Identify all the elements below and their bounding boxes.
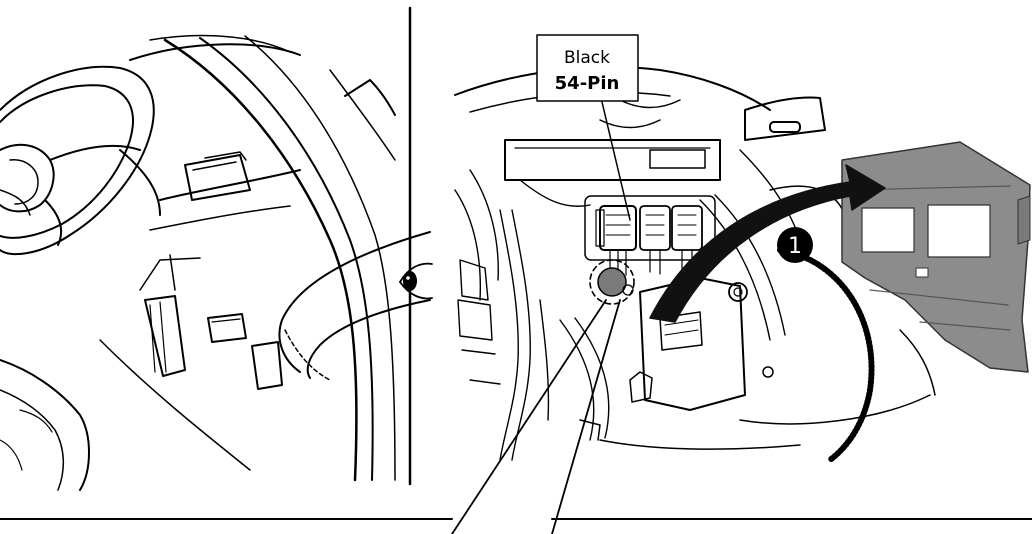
grommet-location	[590, 260, 634, 304]
floor-outline	[580, 330, 935, 449]
connector-callout: Black 54-Pin	[537, 35, 638, 101]
callout-pin-label: 54-Pin	[555, 73, 620, 94]
wire-harness	[455, 100, 800, 460]
callout-color-label: Black	[564, 48, 610, 68]
driver-footwell-view	[0, 8, 432, 490]
step-badge: 1	[777, 227, 813, 263]
under-dash-wiring-view	[452, 67, 1030, 534]
step-badge-number: 1	[788, 234, 802, 259]
mounting-bracket	[640, 278, 773, 410]
pedals	[140, 258, 282, 389]
dashboard-outline	[130, 36, 300, 290]
seat-outline	[0, 340, 250, 490]
dash-structure	[455, 67, 825, 180]
connector-54pin	[600, 206, 636, 250]
callout-leader	[602, 102, 630, 220]
zoom-leader-left	[452, 300, 606, 534]
eye-icon	[400, 264, 432, 299]
steering-wheel-icon	[0, 67, 160, 254]
